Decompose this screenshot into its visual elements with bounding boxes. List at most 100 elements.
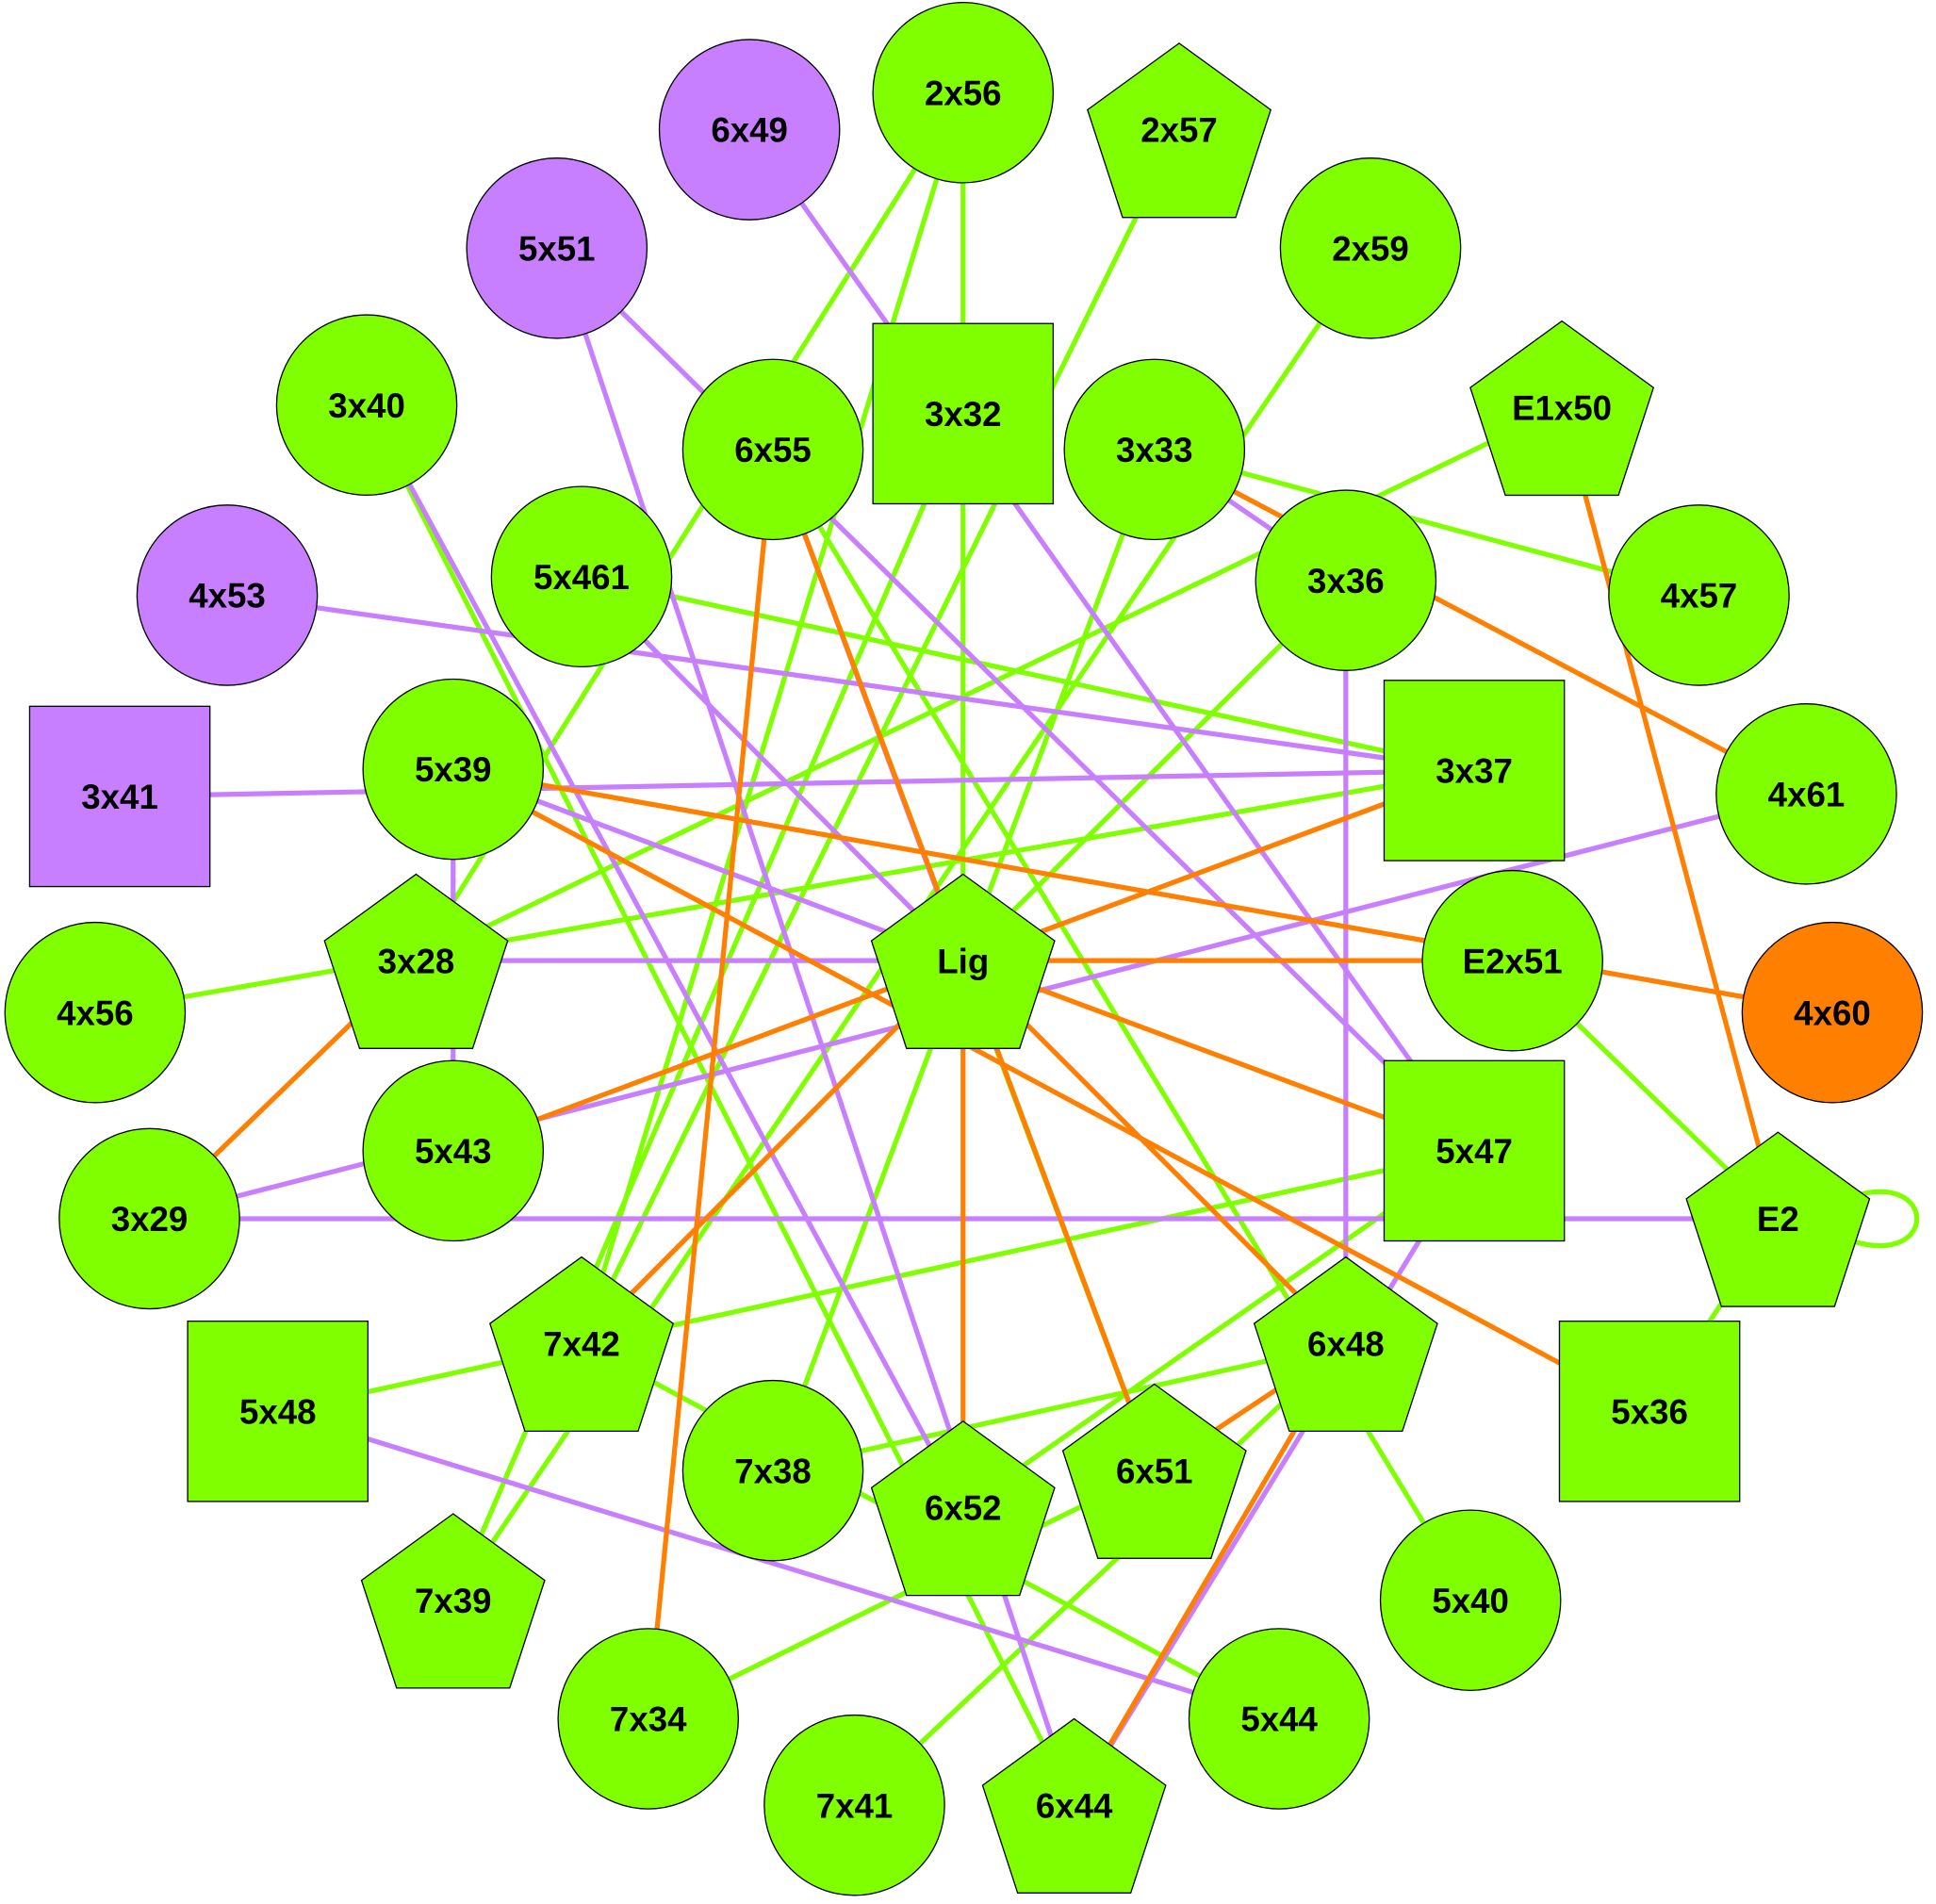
node-5x461[interactable]: 5x461 (490, 485, 673, 668)
node-label: E1x50 (1512, 388, 1612, 427)
edge-4x53-3x37 (226, 592, 1475, 774)
node-5x48[interactable]: 5x48 (187, 1321, 369, 1502)
node-label: 3x32 (925, 395, 1002, 434)
node-6x55[interactable]: 6x55 (681, 358, 864, 541)
node-4x61[interactable]: 4x61 (1715, 703, 1897, 885)
node-shape-circle (4, 921, 187, 1104)
node-label: 6x51 (1116, 1452, 1193, 1490)
node-7x34[interactable]: 7x34 (557, 1628, 740, 1810)
node-shape-circle (362, 678, 545, 861)
node-label: 2x57 (1140, 111, 1218, 150)
node-4x60[interactable]: 4x60 (1741, 921, 1924, 1104)
node-2x56[interactable]: 2x56 (872, 1, 1055, 184)
edge-6x48-7x41 (852, 1341, 1348, 1808)
edge-3x40-6x52 (364, 403, 966, 1509)
node-shape-circle (275, 314, 458, 496)
edge-E1x50-E2 (1559, 406, 1780, 1220)
node-shape-pentagon (870, 1420, 1056, 1597)
node-6x44[interactable]: 6x44 (981, 1717, 1167, 1894)
node-label: E2 (1757, 1200, 1799, 1239)
node-shape-square (872, 322, 1055, 505)
node-3x28[interactable]: 3x28 (323, 873, 509, 1049)
node-4x53[interactable]: 4x53 (136, 504, 319, 686)
node-shape-circle (466, 157, 648, 339)
node-shape-circle (1188, 1628, 1370, 1810)
node-shape-circle (681, 358, 864, 541)
node-label: 5x44 (1240, 1700, 1318, 1739)
node-shape-circle (1421, 869, 1603, 1052)
node-5x47[interactable]: 5x47 (1383, 1059, 1566, 1242)
node-6x48[interactable]: 6x48 (1253, 1256, 1438, 1433)
node-shape-pentagon (489, 1256, 674, 1433)
node-5x51[interactable]: 5x51 (466, 157, 648, 339)
node-shape-circle (1255, 489, 1437, 671)
node-7x38[interactable]: 7x38 (681, 1379, 864, 1562)
node-5x39[interactable]: 5x39 (362, 678, 545, 861)
edge-3x41-3x37 (120, 767, 1475, 799)
node-shape-pentagon (360, 1513, 546, 1689)
node-label: 7x34 (610, 1700, 687, 1739)
node-6x51[interactable]: 6x51 (1061, 1383, 1247, 1559)
node-label: 5x36 (1611, 1392, 1688, 1431)
node-shape-circle (1379, 1509, 1562, 1692)
edge-5x461-3x37 (581, 574, 1475, 773)
node-shape-pentagon (1685, 1131, 1871, 1307)
node-shape-circle (1608, 504, 1790, 686)
node-shape-circle (362, 1059, 545, 1242)
node-label: 3x41 (81, 778, 158, 816)
node-label: 4x56 (57, 993, 134, 1032)
node-7x39[interactable]: 7x39 (360, 1513, 546, 1689)
node-4x57[interactable]: 4x57 (1608, 504, 1790, 686)
node-label: 3x28 (378, 942, 455, 980)
node-E1x50[interactable]: E1x50 (1469, 320, 1655, 497)
node-shape-circle (658, 39, 841, 221)
node-7x41[interactable]: 7x41 (763, 1714, 945, 1896)
node-shape-circle (136, 504, 319, 686)
edge-5x39-5x36 (451, 766, 1651, 1414)
node-6x49[interactable]: 6x49 (658, 39, 841, 221)
node-5x44[interactable]: 5x44 (1188, 1628, 1370, 1810)
node-label: 5x461 (533, 558, 630, 597)
edge-3x33-4x57 (1154, 447, 1700, 598)
edge-3x33-4x61 (1153, 447, 1808, 796)
node-shape-pentagon (1469, 320, 1655, 497)
node-shape-circle (681, 1379, 864, 1562)
node-3x41[interactable]: 3x41 (28, 705, 211, 888)
node-shape-square (1383, 680, 1566, 862)
node-6x52[interactable]: 6x52 (870, 1420, 1056, 1597)
node-4x56[interactable]: 4x56 (4, 921, 187, 1104)
node-3x40[interactable]: 3x40 (275, 314, 458, 496)
node-label: 5x40 (1432, 1582, 1509, 1620)
node-label: 4x53 (189, 577, 266, 616)
node-label: 4x61 (1768, 775, 1846, 813)
node-shape-circle (872, 1, 1055, 184)
node-shape-circle (490, 485, 673, 668)
node-3x32[interactable]: 3x32 (872, 322, 1055, 505)
node-5x36[interactable]: 5x36 (1558, 1321, 1741, 1502)
node-7x42[interactable]: 7x42 (489, 1256, 674, 1433)
edge-5x39-4x60 (452, 766, 1833, 1015)
edge-2x56-7x42 (579, 91, 966, 1345)
node-shape-pentagon (323, 873, 509, 1049)
node-2x57[interactable]: 2x57 (1087, 42, 1272, 219)
node-shape-circle (557, 1628, 740, 1810)
node-label: 7x41 (816, 1786, 894, 1825)
node-label: 4x60 (1794, 993, 1871, 1032)
node-Lig[interactable]: Lig (870, 873, 1056, 1049)
node-5x43[interactable]: 5x43 (362, 1059, 545, 1242)
node-label: 2x56 (925, 74, 1002, 112)
node-label: 5x43 (415, 1132, 492, 1171)
node-shape-circle (1063, 358, 1246, 541)
node-3x29[interactable]: 3x29 (58, 1127, 240, 1310)
node-5x40[interactable]: 5x40 (1379, 1509, 1562, 1692)
node-shape-circle (1279, 157, 1462, 339)
node-2x59[interactable]: 2x59 (1279, 157, 1462, 339)
node-E2x51[interactable]: E2x51 (1421, 869, 1603, 1052)
node-3x36[interactable]: 3x36 (1255, 489, 1437, 671)
node-3x33[interactable]: 3x33 (1063, 358, 1246, 541)
node-label: 6x55 (734, 431, 812, 469)
node-E2[interactable]: E2 (1685, 1131, 1871, 1307)
node-3x37[interactable]: 3x37 (1383, 680, 1566, 862)
edge-6x55-7x34 (646, 449, 776, 1719)
